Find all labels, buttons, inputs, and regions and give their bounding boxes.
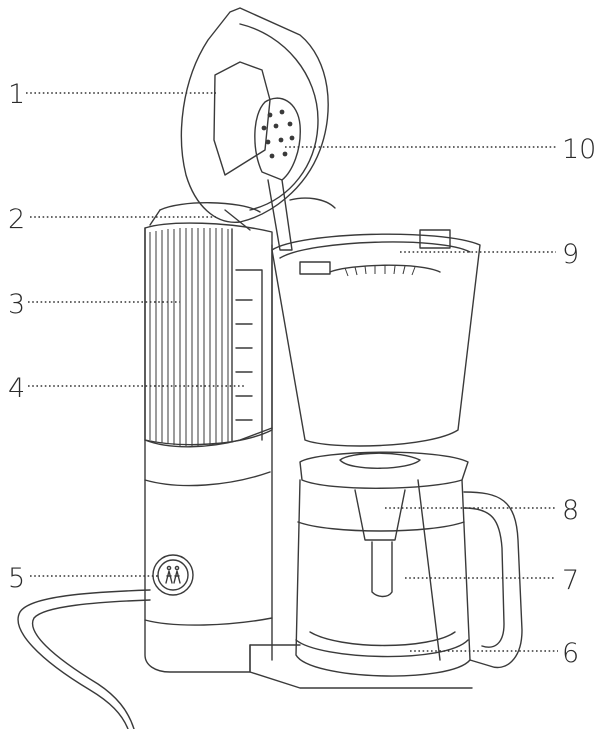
machine-body — [144, 227, 473, 689]
callout-8: 8 — [562, 495, 579, 526]
shower-head — [254, 97, 336, 251]
callout-4: 4 — [8, 373, 25, 404]
power-cord — [17, 589, 151, 729]
callout-7: 7 — [562, 565, 579, 596]
callout-10: 10 — [562, 134, 596, 165]
callout-2: 2 — [8, 204, 25, 235]
callout-labels: 1 2 3 4 5 6 7 8 9 10 — [8, 79, 596, 669]
glass-carafe — [295, 451, 523, 677]
callout-3: 3 — [8, 289, 25, 320]
leader-lines — [26, 92, 558, 652]
power-knob[interactable] — [152, 554, 194, 596]
callout-9: 9 — [562, 239, 579, 270]
lid-open — [180, 7, 329, 231]
callout-6: 6 — [562, 638, 579, 669]
water-tank — [144, 202, 273, 446]
callout-1: 1 — [8, 79, 25, 110]
filter-basket — [271, 229, 481, 447]
callout-5: 5 — [8, 563, 25, 594]
power-cord-inner — [31, 599, 151, 729]
twin-figures-logo-icon — [165, 565, 181, 584]
water-level-gauge — [235, 269, 263, 441]
